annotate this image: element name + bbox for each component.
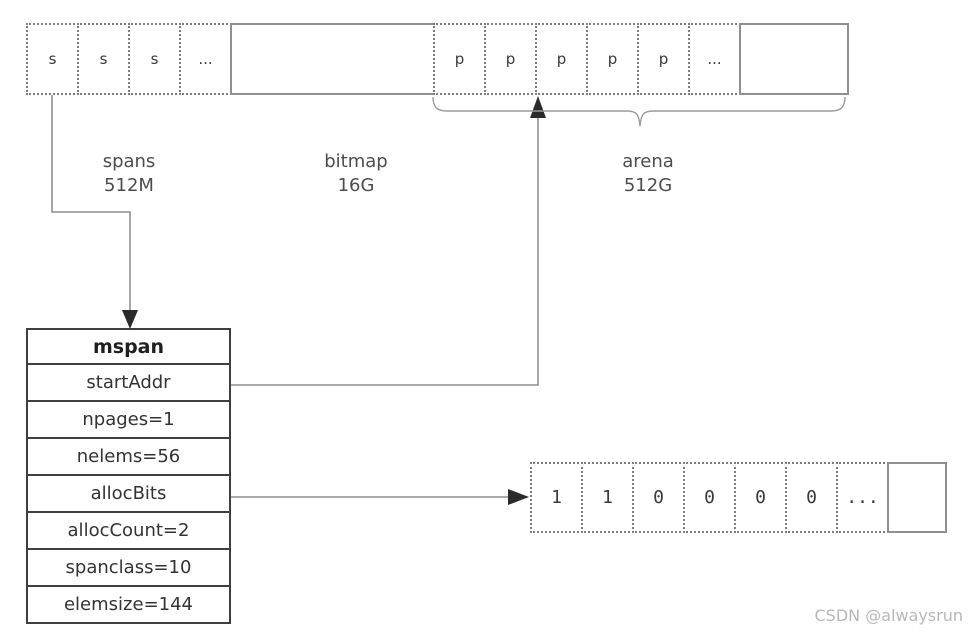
label-spans-name: spans (102, 151, 156, 172)
spans-cell-0: s (26, 23, 79, 95)
mspan-field-alloccount: allocCount=2 (28, 511, 229, 548)
spans-to-mspan-arrowhead (122, 310, 138, 329)
arena-cell-1: p (484, 23, 537, 95)
label-arena-size: 512G (623, 175, 673, 196)
mspan-table: mspan startAddr npages=1 nelems=56 alloc… (26, 328, 231, 624)
allocbits-tail-block (887, 462, 947, 533)
mspan-table-title: mspan (92, 335, 165, 358)
spans-to-mspan-line (51, 95, 131, 316)
spans-cell-ellipsis: ... (179, 23, 232, 95)
allocbits-cell-5: 0 (785, 462, 838, 533)
allocbits-cell-3: 0 (683, 462, 736, 533)
mspan-field-elemsize: elemsize=144 (28, 585, 229, 622)
arena-brace (432, 96, 846, 127)
label-spans-size: 512M (104, 175, 154, 196)
mspan-field-allocbits: allocBits (28, 474, 229, 511)
label-arena-name: arena (622, 151, 674, 172)
startaddr-to-arena-arrowhead (530, 96, 546, 118)
mspan-field-npages: npages=1 (28, 400, 229, 437)
label-spans: spans 512M (79, 150, 179, 198)
strip-tail-block (739, 23, 849, 95)
label-bitmap-name: bitmap (324, 151, 388, 172)
allocbits-cell-4: 0 (734, 462, 787, 533)
allocbits-cell-ellipsis: ... (836, 462, 889, 533)
label-arena: arena 512G (598, 150, 698, 198)
allocbits-to-bits-arrowhead (508, 489, 529, 505)
mspan-field-spanclass: spanclass=10 (28, 548, 229, 585)
mspan-field-startaddr: startAddr (28, 363, 229, 400)
allocbits-cell-1: 1 (581, 462, 634, 533)
arena-cell-2: p (535, 23, 588, 95)
watermark: CSDN @alwaysrun (814, 606, 963, 625)
spans-cell-2: s (128, 23, 181, 95)
arena-cell-4: p (637, 23, 690, 95)
arena-cell-ellipsis: ... (688, 23, 741, 95)
label-bitmap-size: 16G (337, 175, 375, 196)
allocbits-cell-0: 1 (530, 462, 583, 533)
arena-cell-3: p (586, 23, 639, 95)
label-bitmap: bitmap 16G (306, 150, 406, 198)
arena-cell-0: p (433, 23, 486, 95)
bitmap-block (230, 23, 435, 95)
mspan-field-nelems: nelems=56 (28, 437, 229, 474)
allocbits-cell-2: 0 (632, 462, 685, 533)
spans-cell-1: s (77, 23, 130, 95)
